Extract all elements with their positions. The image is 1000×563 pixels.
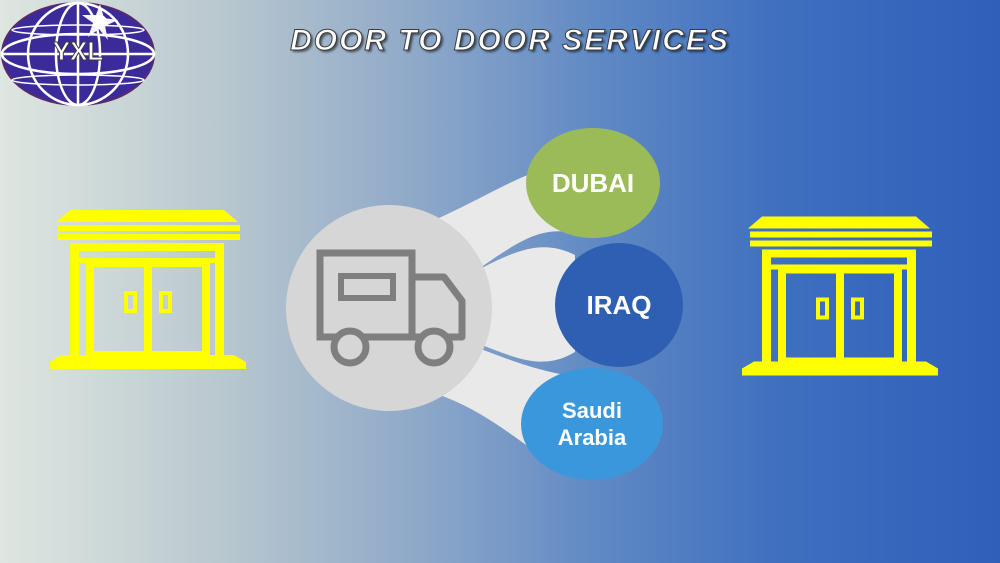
truck-hub [286,205,492,411]
page-title: DOOR TO DOOR SERVICES [290,24,730,58]
destination-dubai-label: DUBAI [551,167,635,198]
logo-text: YXL [53,36,104,66]
destination-iraq-label: IRAQ [586,289,652,320]
destination-saudi-label: Saudi Arabia [557,397,627,451]
connector-iraq [482,247,575,362]
truck-icon [316,249,466,367]
origin-storefront-icon [50,210,246,369]
destination-saudi-arabia: Saudi Arabia [521,368,663,480]
destination-iraq: IRAQ [555,243,683,367]
destination-dubai: DUBAI [526,128,660,238]
destination-storefront-icon [742,216,938,376]
globe-star-icon: YXL [0,1,156,107]
